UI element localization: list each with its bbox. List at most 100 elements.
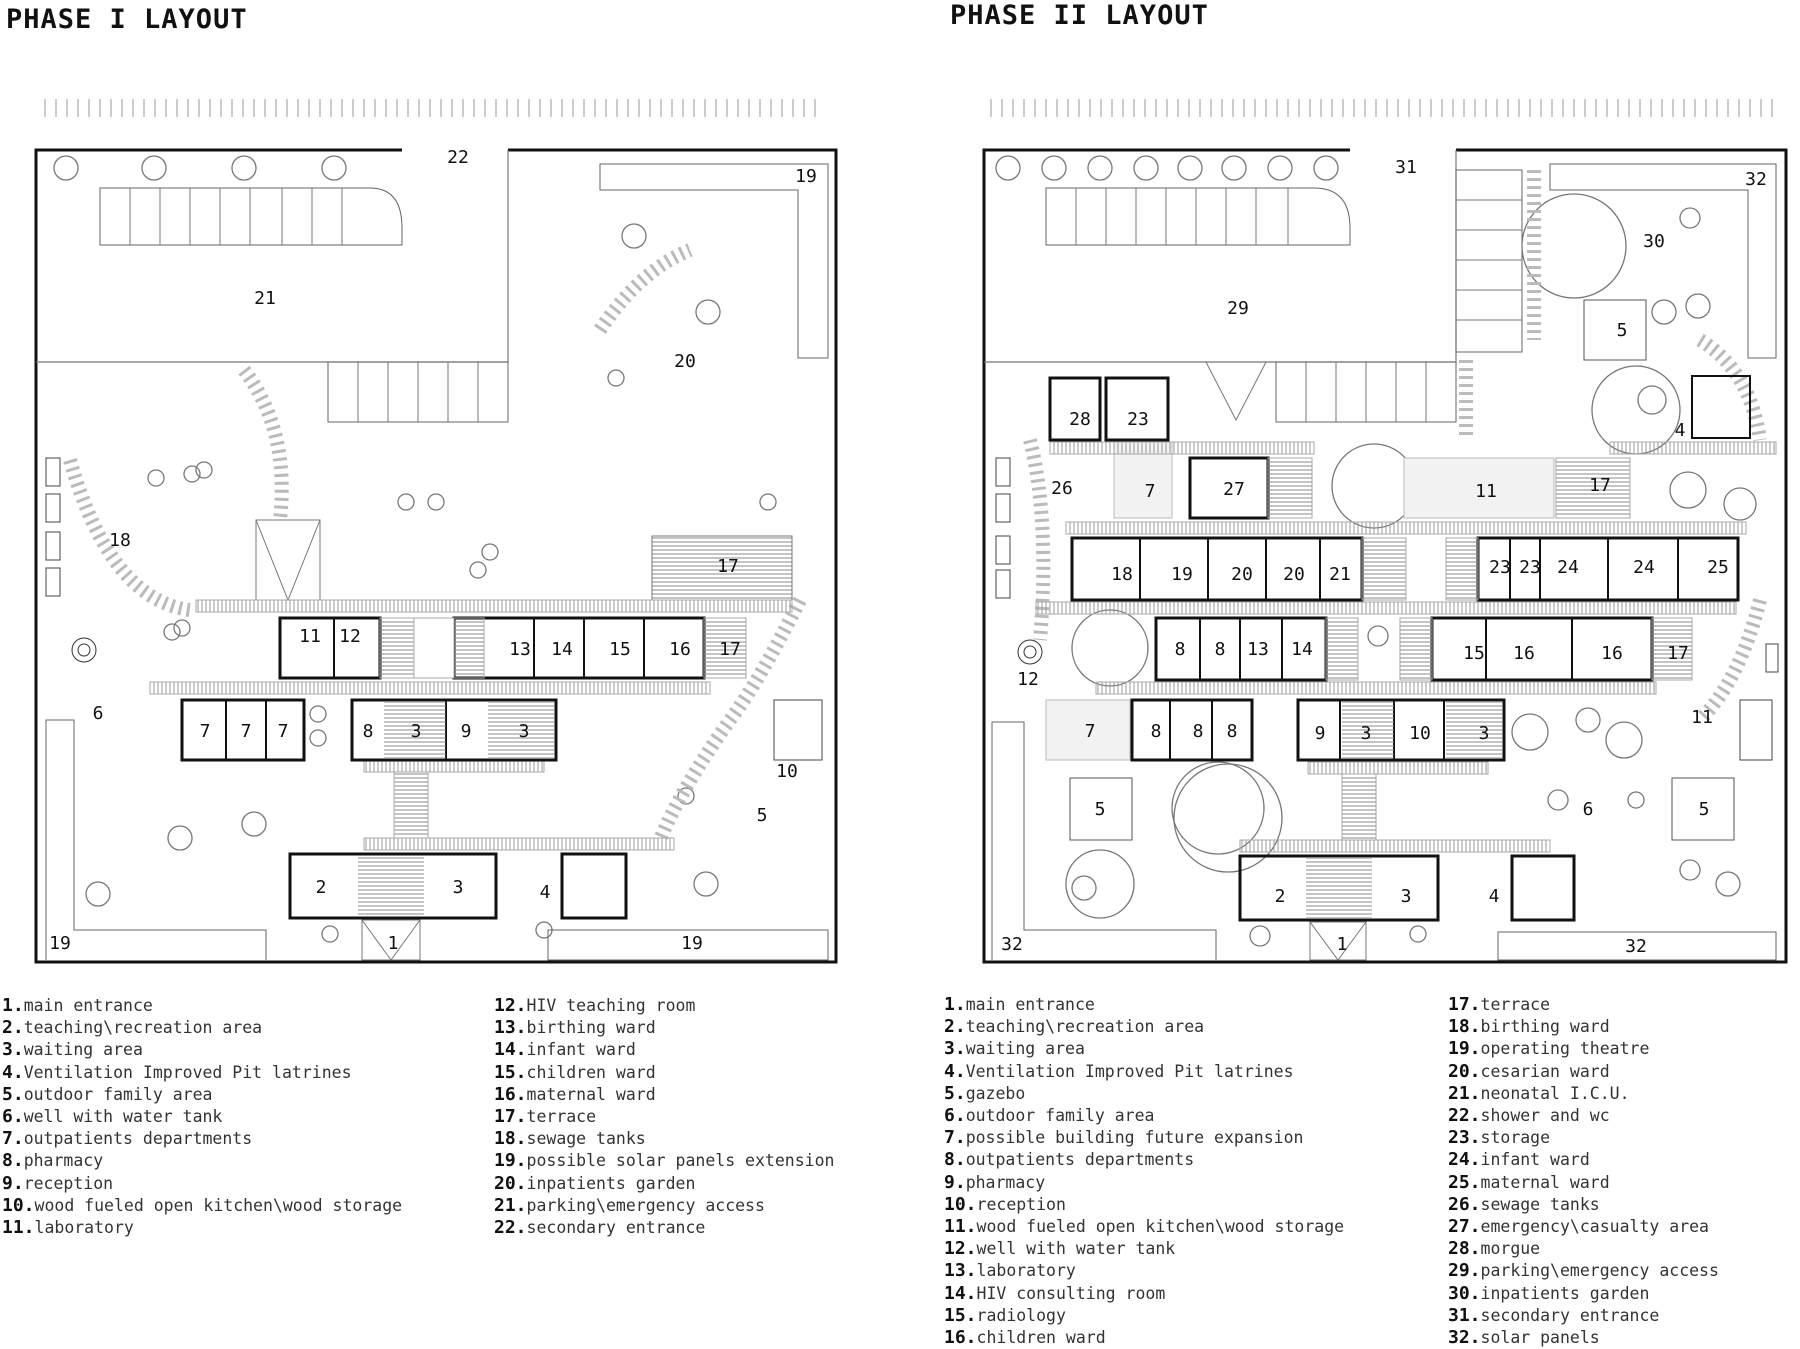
legend-number: 3. — [944, 1038, 966, 1060]
legend-number: 15. — [944, 1304, 977, 1326]
phase-1-area-label: 19 — [795, 166, 817, 187]
phase-1-area-label: 5 — [757, 805, 768, 826]
phase-2-area-label: 8 — [1227, 721, 1238, 742]
legend-item: 6.outdoor family area — [944, 1105, 1344, 1127]
phase-2-area-label: 31 — [1395, 157, 1417, 178]
phase-1-area-label: 16 — [669, 639, 691, 660]
legend-item: 24.infant ward — [1448, 1149, 1719, 1171]
legend-text: inpatients garden — [526, 1173, 696, 1193]
phase-2-area-label: 20 — [1283, 564, 1305, 585]
legend-text: maternal ward — [526, 1084, 656, 1104]
legend-number: 18. — [1448, 1016, 1481, 1038]
phase-2-area-label: 8 — [1193, 721, 1204, 742]
legend-item: 20.inpatients garden — [494, 1173, 834, 1195]
phase-1-area-label: 3 — [453, 877, 464, 898]
legend-number: 9. — [2, 1172, 24, 1194]
legend-item: 29.parking\emergency access — [1448, 1260, 1719, 1282]
legend-text: neonatal I.C.U. — [1480, 1083, 1630, 1103]
legend-text: Ventilation Improved Pit latrines — [23, 1062, 352, 1082]
phase-1-area-label: 14 — [551, 639, 573, 660]
phase-1-area-label: 17 — [717, 556, 739, 577]
legend-number: 29. — [1448, 1260, 1481, 1282]
phase-2-area-label: 16 — [1601, 643, 1623, 664]
phase-2-area-label: 25 — [1707, 557, 1729, 578]
legend-text: wood fueled open kitchen\wood storage — [976, 1217, 1345, 1237]
legend-item: 15.children ward — [494, 1062, 834, 1084]
phase-2-area-label: 14 — [1291, 639, 1313, 660]
phase-2-area-label: 2 — [1275, 886, 1286, 907]
legend-item: 14.infant ward — [494, 1039, 834, 1061]
phase-2-area-label: 23 — [1519, 557, 1541, 578]
legend-number: 8. — [944, 1149, 966, 1171]
legend-text: teaching\recreation area — [965, 1017, 1205, 1037]
legend-text: main entrance — [965, 995, 1095, 1014]
phase-1-area-label: 10 — [776, 761, 798, 782]
legend-text: secondary entrance — [1480, 1305, 1660, 1325]
legend-text: secondary entrance — [526, 1218, 706, 1238]
legend-item: 21.neonatal I.C.U. — [1448, 1083, 1719, 1105]
phase-1-area-label: 19 — [49, 933, 71, 954]
phase-2-area-label: 8 — [1215, 639, 1226, 660]
legend-text: outpatients departments — [23, 1129, 253, 1149]
legend-number: 1. — [944, 994, 966, 1015]
legend-text: children ward — [526, 1062, 656, 1082]
legend-text: cesarian ward — [1480, 1061, 1610, 1081]
phase-2-area-label: 6 — [1583, 799, 1594, 820]
legend-item: 10.reception — [944, 1194, 1344, 1216]
legend-text: teaching\recreation area — [23, 1018, 263, 1038]
phase-1-area-label: 19 — [681, 933, 703, 954]
legend-text: waiting area — [23, 1040, 143, 1060]
legend-item: 16.children ward — [944, 1327, 1344, 1349]
phase-2-title: PHASE II LAYOUT — [950, 0, 1209, 31]
legend-number: 25. — [1448, 1171, 1481, 1193]
legend-item: 30.inpatients garden — [1448, 1283, 1719, 1305]
legend-number: 2. — [944, 1016, 966, 1038]
legend-item: 3.waiting area — [2, 1039, 402, 1061]
legend-number: 21. — [1448, 1082, 1481, 1104]
legend-item: 14.HIV consulting room — [944, 1283, 1344, 1305]
legend-number: 21. — [494, 1194, 527, 1216]
legend-item: 32.solar panels — [1448, 1327, 1719, 1349]
legend-item: 19.possible solar panels extension — [494, 1150, 834, 1172]
phase-1-area-label: 6 — [93, 703, 104, 724]
legend-number: 26. — [1448, 1193, 1481, 1215]
legend-number: 19. — [494, 1150, 527, 1172]
phase-2-area-label: 24 — [1633, 557, 1655, 578]
phase-2-plan — [982, 99, 1788, 964]
phase-2-area-label: 13 — [1247, 639, 1269, 660]
phase-1-area-label: 2 — [316, 877, 327, 898]
phase-2-area-label: 3 — [1479, 723, 1490, 744]
legend-item: 9.reception — [2, 1173, 402, 1195]
legend-number: 16. — [944, 1327, 977, 1349]
phase-2-area-label: 23 — [1127, 409, 1149, 430]
legend-number: 27. — [1448, 1216, 1481, 1238]
legend-text: terrace — [1480, 995, 1551, 1014]
legend-number: 24. — [1448, 1149, 1481, 1171]
legend-text: possible solar panels extension — [526, 1151, 835, 1171]
legend-item: 11.wood fueled open kitchen\wood storage — [944, 1216, 1344, 1238]
phase-2-area-label: 8 — [1175, 639, 1186, 660]
legend-number: 4. — [944, 1060, 966, 1082]
legend-number: 14. — [494, 1039, 527, 1061]
legend-item: 23.storage — [1448, 1127, 1719, 1149]
legend-number: 9. — [944, 1171, 966, 1193]
legend-item: 12.well with water tank — [944, 1238, 1344, 1260]
phase-2-area-label: 4 — [1675, 420, 1686, 441]
phase-1-area-label: 4 — [540, 882, 551, 903]
legend-text: main entrance — [23, 996, 153, 1015]
legend-item: 8.outpatients departments — [944, 1149, 1344, 1171]
phase-2-area-label: 21 — [1329, 564, 1351, 585]
legend-text: possible building future expansion — [965, 1128, 1304, 1148]
phase-2-area-label: 11 — [1475, 481, 1497, 502]
legend-item: 15.radiology — [944, 1305, 1344, 1327]
legend-number: 13. — [494, 1017, 527, 1039]
legend-number: 28. — [1448, 1238, 1481, 1260]
legend-item: 13.laboratory — [944, 1260, 1344, 1282]
legend-text: maternal ward — [1480, 1172, 1610, 1192]
legend-item: 7.possible building future expansion — [944, 1127, 1344, 1149]
legend-item: 3.waiting area — [944, 1038, 1344, 1060]
phase-1-area-label: 22 — [447, 147, 469, 168]
